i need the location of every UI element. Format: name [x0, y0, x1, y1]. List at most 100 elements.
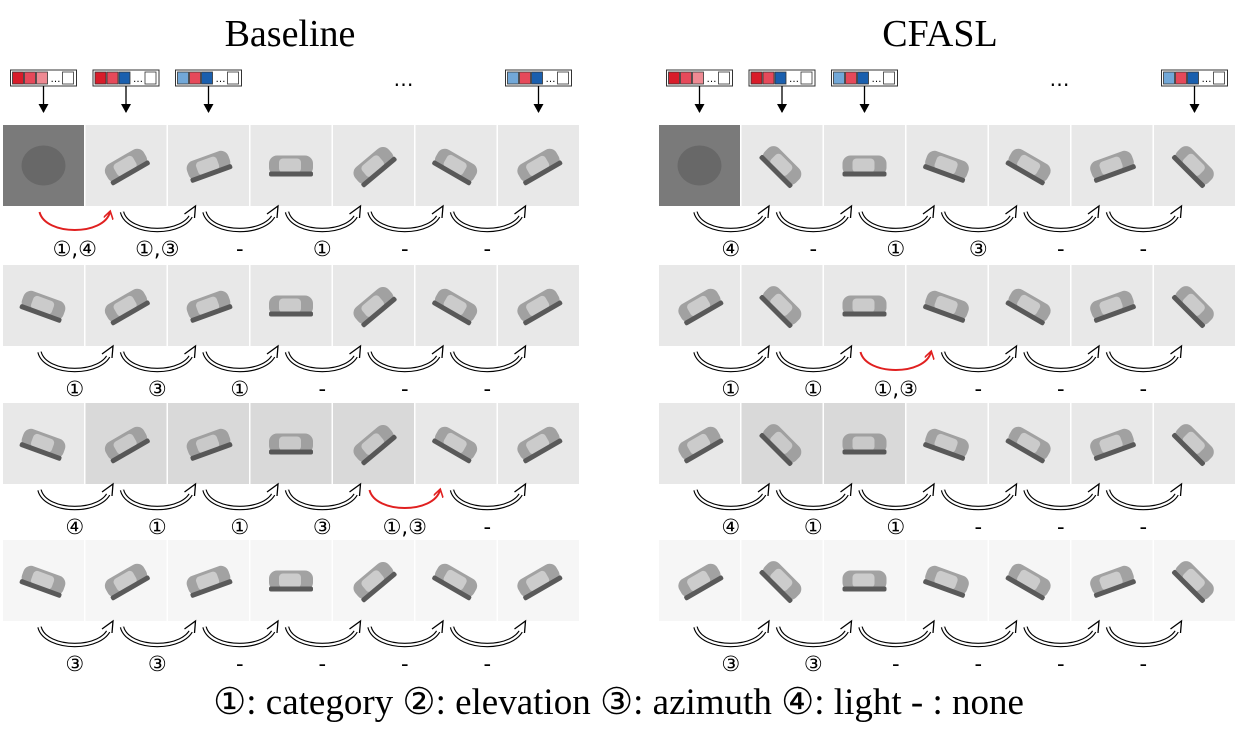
arrow-outer — [37, 351, 113, 373]
arrow-outer — [858, 489, 934, 511]
arrow-outer — [693, 211, 769, 233]
car-shadow — [923, 442, 966, 461]
factor-label: - — [1139, 515, 1147, 539]
arrow-outer — [119, 211, 195, 233]
car-shadow — [1171, 570, 1205, 604]
arrow-inner — [694, 626, 768, 646]
arrow-outer — [284, 351, 360, 373]
arrow-outer — [1023, 489, 1099, 511]
code-ellipsis: … — [216, 74, 226, 85]
car-window — [770, 293, 793, 316]
arrow-outer — [940, 351, 1016, 373]
transition-arrow: - — [1105, 344, 1183, 401]
code-cell — [36, 71, 48, 85]
car-shape — [759, 424, 802, 467]
code-cell — [118, 71, 131, 85]
arrow-head — [266, 619, 279, 634]
car-shape — [1090, 565, 1136, 598]
car-shadow — [432, 300, 472, 326]
image-cell — [85, 125, 167, 206]
transition-arrow: ① — [775, 344, 853, 401]
car-shape — [104, 563, 150, 601]
car-window — [687, 570, 711, 592]
arrow-head — [1170, 204, 1183, 219]
latent-code: … — [92, 69, 160, 113]
arrow-head — [922, 204, 935, 219]
car-shadow — [523, 575, 563, 601]
car-shadow — [269, 586, 313, 592]
car-window — [852, 573, 875, 588]
factor-label: - — [483, 237, 491, 261]
factor-label: ①,④ — [53, 237, 97, 261]
code-cell — [680, 71, 692, 85]
legend: ①: category ②: elevation ③: azimuth ④: l… — [213, 682, 1024, 723]
factor-label: ③ — [148, 377, 167, 401]
code-cell — [1213, 71, 1225, 85]
car-shadow — [1005, 438, 1045, 464]
image-cell — [333, 403, 414, 484]
arrow-inner — [776, 626, 850, 646]
car-window — [443, 154, 467, 176]
car-shape — [1005, 288, 1051, 326]
car-shape — [432, 426, 478, 464]
factor-label: - — [483, 515, 491, 539]
arrow-head — [101, 344, 114, 359]
transition-arrow: - — [449, 204, 527, 261]
arrow-outer — [367, 351, 443, 373]
image-cell — [498, 265, 579, 346]
arrow-head — [757, 204, 770, 219]
car-shape — [353, 561, 397, 603]
car-shape — [1171, 146, 1214, 189]
arrow-outer — [693, 351, 769, 373]
car-shape — [923, 565, 969, 598]
factor-label: - — [1057, 515, 1065, 539]
arrow-inner — [203, 351, 277, 371]
transition-arrow: ①,④ — [38, 212, 111, 261]
car-shape — [1171, 286, 1214, 329]
code-cell — [519, 71, 531, 85]
transition-arrow: ① — [775, 482, 853, 539]
transition-arrow: ③ — [119, 344, 197, 401]
arrow-outer — [202, 351, 278, 373]
code-ellipsis: … — [133, 74, 143, 85]
car-window — [852, 436, 875, 451]
image-cell — [415, 403, 497, 484]
arrow-outer — [202, 489, 278, 511]
car-shape — [678, 563, 724, 601]
transition-arrow: ① — [693, 344, 770, 401]
car-shape — [923, 290, 969, 323]
factor-label: ① — [804, 515, 823, 539]
car-shadow — [110, 575, 150, 601]
car-window — [443, 294, 467, 316]
arrow-inner — [694, 489, 768, 509]
transition-arrow: - — [284, 619, 362, 676]
car-shadow — [1171, 433, 1205, 467]
arrow-head — [514, 204, 527, 219]
arrow-inner — [1024, 211, 1098, 231]
car-window — [526, 433, 550, 455]
transition-arrow: - — [202, 619, 279, 676]
arrow-outer — [37, 489, 113, 511]
image-cell — [1154, 125, 1235, 206]
transition-arrow: - — [1023, 204, 1100, 261]
car-shadow — [1171, 295, 1205, 329]
factor-label: ③ — [804, 652, 823, 676]
car-shadow — [842, 449, 887, 455]
code-cell — [189, 71, 201, 85]
car-shape — [104, 148, 150, 186]
arrow-outer — [940, 489, 1016, 511]
code-cell — [227, 71, 239, 85]
arrow-head — [757, 482, 770, 497]
car-shape — [923, 150, 969, 183]
car-shadow — [269, 171, 313, 177]
arrow-outer — [202, 211, 278, 233]
factor-label: - — [236, 652, 244, 676]
arrow-line — [38, 212, 111, 231]
car-window — [279, 436, 301, 451]
image-cell — [824, 403, 905, 484]
arrow-inner — [1106, 211, 1180, 231]
car-shadow — [361, 434, 397, 466]
